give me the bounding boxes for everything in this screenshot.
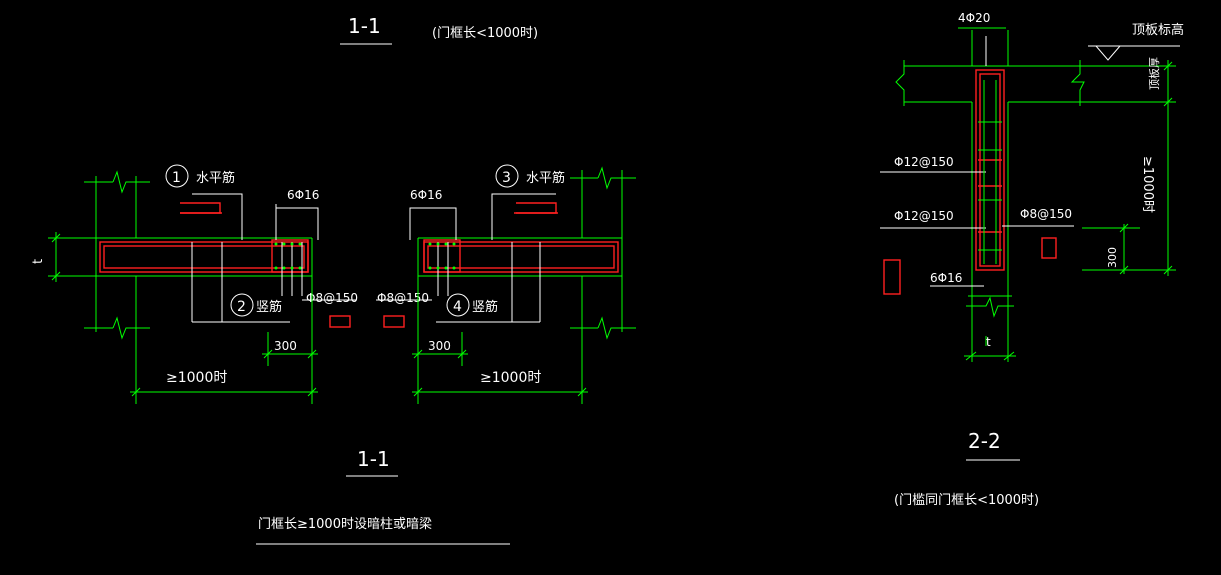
section-2-2-leaders [880,36,1074,287]
svg-text:4: 4 [453,299,462,315]
callout-2-text: 竖筋 [256,299,282,315]
section-2-2-thickness: t [986,335,991,349]
section-1-1-title-note: (门框长<1000时) [432,26,538,41]
left-length-dimension: ≥1000时 [166,370,227,386]
thickness-label: t [31,259,46,264]
callout-3-text: 水平筋 [526,170,565,186]
callout-1: 1 水平筋 [165,164,235,188]
callout-2: 2 竖筋 [230,293,282,317]
height-dimension-label: ≥1000时 [1140,156,1155,213]
bar-a-label: Φ12@150 [894,155,954,169]
leader-lines [191,193,556,323]
svg-text:1: 1 [172,170,181,186]
right-stirrup-label: Φ8@150 [377,291,429,305]
bar-b-label: Φ12@150 [894,209,954,223]
section-2-2-caption: (门槛同门框长<1000时) [894,493,1039,508]
svg-text:2: 2 [237,299,246,315]
right-300-dimension: 300 [428,339,451,353]
section-2-2-outline [895,27,1176,362]
section-2-2-label: 2-2 [968,429,1001,453]
section-2-2-detail: 顶板标高 4Φ20 顶板 [880,11,1184,508]
section-2-2-bar-marks [978,80,1002,264]
callout-3: 3 水平筋 [495,164,565,188]
callout-4-text: 竖筋 [472,299,498,315]
rebar-dots [274,242,456,270]
top-bars-label: 4Φ20 [958,11,990,25]
section-1-1-label: 1-1 [357,447,390,471]
thickness-dimension [48,232,100,282]
wall-outline [84,166,636,340]
rebar-cages [99,202,619,328]
right-length-dimension: ≥1000时 [480,370,541,386]
right-main-bars-label: 6Φ16 [410,188,442,202]
main-bars-label: 6Φ16 [930,271,962,285]
dimension-lines [130,276,588,404]
svg-text:3: 3 [502,170,511,186]
dim-300-label: 300 [1106,247,1119,268]
section-1-1-caption: 门框长≥1000时设暗柱或暗梁 [258,517,432,532]
left-300-dimension: 300 [274,339,297,353]
section-1-1-detail: 1-1 (门框长<1000时) [31,14,636,545]
roof-elevation-marker [1088,45,1180,61]
left-main-bars-label: 6Φ16 [287,188,319,202]
callout-1-text: 水平筋 [196,170,235,186]
callout-4: 4 竖筋 [446,293,498,317]
roof-elevation-label: 顶板标高 [1132,22,1184,38]
section-1-1-title: 1-1 [348,14,381,38]
stirrup-label: Φ8@150 [1020,207,1072,221]
section-2-2-rebar [883,69,1057,295]
left-stirrup-label: Φ8@150 [306,291,358,305]
slab-thickness-label: 顶板厚 [1147,57,1161,90]
